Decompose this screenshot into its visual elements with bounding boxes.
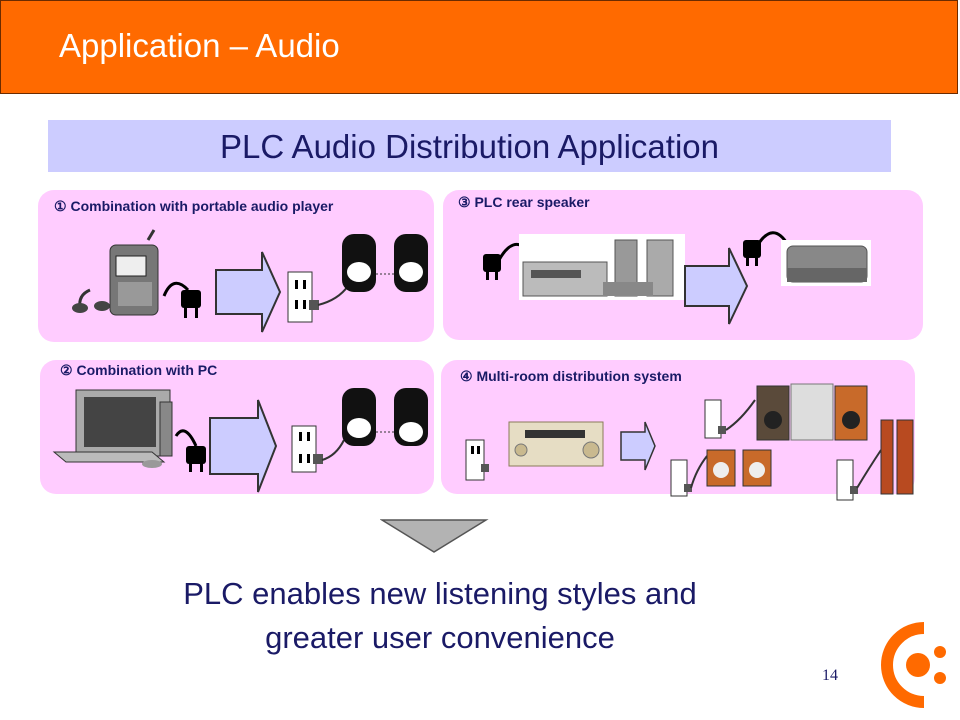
panel-title: Combination with PC <box>76 362 218 378</box>
wall-outlet-icon <box>465 439 489 481</box>
av-receiver-icon <box>508 421 604 467</box>
panel-number: ④ <box>460 368 473 384</box>
mini-stereo-icon <box>725 383 868 441</box>
right-arrow-icon <box>209 399 278 493</box>
panel-label: ② Combination with PC <box>60 362 217 379</box>
conclusion-text: PLC enables new listening styles and gre… <box>90 572 790 660</box>
pc-illustration <box>52 388 428 493</box>
panel-label: ① Combination with portable audio player <box>54 198 333 215</box>
wall-outlet-icon <box>291 425 323 473</box>
bookshelf-speaker-icon <box>690 449 772 489</box>
wall-outlet-icon <box>836 459 858 501</box>
wall-outlet-icon <box>287 271 319 323</box>
right-arrow-icon <box>215 251 282 333</box>
portable-audio-illustration <box>72 229 428 333</box>
panel-number: ① <box>54 198 67 214</box>
wireless-speaker-icon <box>781 240 871 286</box>
right-arrow-icon <box>684 247 749 325</box>
down-arrow-icon <box>380 519 489 553</box>
panel-portable-audio: ① Combination with portable audio player <box>38 190 434 342</box>
panel-number: ② <box>60 362 73 378</box>
panel-label: ④ Multi-room distribution system <box>460 368 682 385</box>
tower-speaker-icon <box>856 419 914 495</box>
power-plug-icon <box>162 281 201 318</box>
speaker-icon <box>321 388 428 461</box>
rear-speaker-illustration <box>483 231 871 325</box>
company-logo <box>881 622 946 708</box>
wall-outlet-icon <box>670 459 692 497</box>
right-arrow-icon <box>620 421 656 471</box>
speaker-icon <box>317 234 428 306</box>
slide-header: Application – Audio <box>0 0 958 94</box>
home-theater-icon <box>519 234 685 300</box>
page-number: 14 <box>822 667 838 684</box>
power-plug-icon <box>174 429 206 472</box>
panel-title: PLC rear speaker <box>474 194 590 210</box>
panel-title: Multi-room distribution system <box>476 368 682 384</box>
multi-room-illustration <box>465 383 914 501</box>
panel-label: ③ PLC rear speaker <box>458 194 590 211</box>
wall-outlet-icon <box>704 399 726 439</box>
computer-icon <box>52 389 173 468</box>
slide-title: Application – Audio <box>59 27 340 64</box>
conclusion-line-2: greater user convenience <box>265 620 615 655</box>
section-banner: PLC Audio Distribution Application <box>48 120 891 172</box>
panel-rear-speaker: ③ PLC rear speaker <box>443 190 923 340</box>
section-title: PLC Audio Distribution Application <box>220 128 719 165</box>
portable-player-icon <box>72 229 159 316</box>
panel-number: ③ <box>458 194 471 210</box>
panel-multi-room: ④ Multi-room distribution system <box>441 360 915 501</box>
panel-pc: ② Combination with PC <box>40 360 434 494</box>
panel-title: Combination with portable audio player <box>70 198 334 214</box>
conclusion-line-1: PLC enables new listening styles and <box>183 576 697 611</box>
